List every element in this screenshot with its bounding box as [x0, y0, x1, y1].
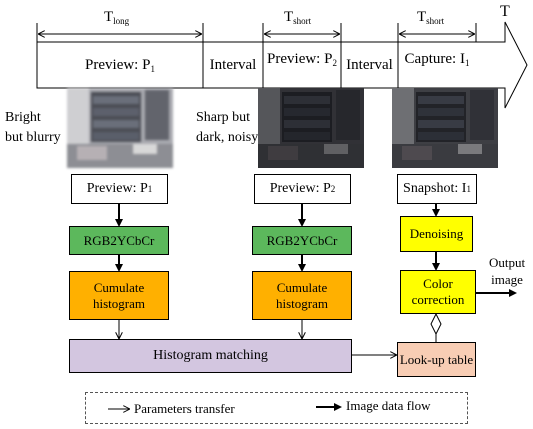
box-line: Color [423, 276, 453, 292]
segment-preview-1: Preview: P1 [37, 58, 203, 74]
output-line: image [491, 272, 523, 287]
photo-bright-scene [67, 88, 173, 168]
box-line: Cumulate [276, 279, 328, 295]
box-sub: 1 [466, 183, 471, 194]
segment-interval-1: Interval [209, 57, 257, 73]
legend [85, 392, 468, 424]
box-text: Preview: P [269, 180, 331, 196]
box-text: Preview: P [86, 180, 148, 196]
segment-text: Preview: P [267, 51, 333, 67]
box-line: Cumulate [93, 279, 145, 295]
photo-dark-scene [258, 88, 364, 168]
output-label: Output image [489, 254, 525, 288]
legend-params-label: Parameters transfer [134, 401, 235, 416]
period-label-short-1: Tshort [284, 10, 311, 26]
photo-snapshot-scene [392, 88, 498, 168]
segment-text: Preview: P [85, 57, 151, 73]
photo-label-line: Bright [5, 110, 41, 125]
segment-sub: 2 [332, 58, 337, 68]
photo-label-middle: Sharp but dark, noisy [196, 108, 258, 148]
period-main: T [284, 9, 294, 25]
box-text: Snapshot: I [403, 180, 467, 196]
period-sub: long [113, 16, 130, 26]
segment-text: Capture: I [404, 51, 465, 67]
segment-capture: Capture: I1 [398, 52, 476, 68]
lookup-table-box: Look-up table [397, 342, 476, 377]
box-line: histogram [93, 295, 145, 311]
segment-preview-2: Preview: P2 [263, 52, 341, 68]
box-line: correction [411, 292, 465, 307]
period-label-short-2: Tshort [417, 10, 444, 26]
photo-label-line: dark, noisy [196, 130, 259, 145]
photo-bright-blurry [67, 88, 173, 168]
photo-label-left: Bright but blurry [5, 108, 61, 148]
photo-label-line: Sharp but [196, 110, 251, 125]
period-sub: short [293, 16, 312, 26]
segment-interval-2: Interval [346, 57, 393, 73]
period-label-long: Tlong [104, 10, 129, 26]
lut-link-diamond [430, 312, 442, 336]
segment-sub: 1 [150, 64, 155, 74]
segment-sub: 1 [464, 58, 470, 68]
box-sub: 2 [330, 183, 336, 194]
photo-dark-noisy [258, 88, 364, 168]
period-main: T [104, 9, 114, 25]
legend-image-label: Image data flow [346, 398, 431, 413]
photo-label-line: but blurry [5, 130, 61, 145]
rgb2ycbcr-box-1: RGB2YCbCr [69, 226, 169, 255]
time-axis-label: T [500, 3, 510, 20]
output-line: Output [489, 255, 526, 270]
histogram-matching-box: Histogram matching [69, 339, 352, 373]
denoising-box: Denoising [400, 216, 473, 252]
rgb2ycbcr-box-2: RGB2YCbCr [252, 226, 352, 255]
period-sub: short [426, 16, 445, 26]
photo-snapshot [392, 88, 498, 168]
box-line: histogram [276, 295, 328, 311]
period-main: T [417, 9, 427, 25]
box-sub: 1 [147, 183, 153, 194]
